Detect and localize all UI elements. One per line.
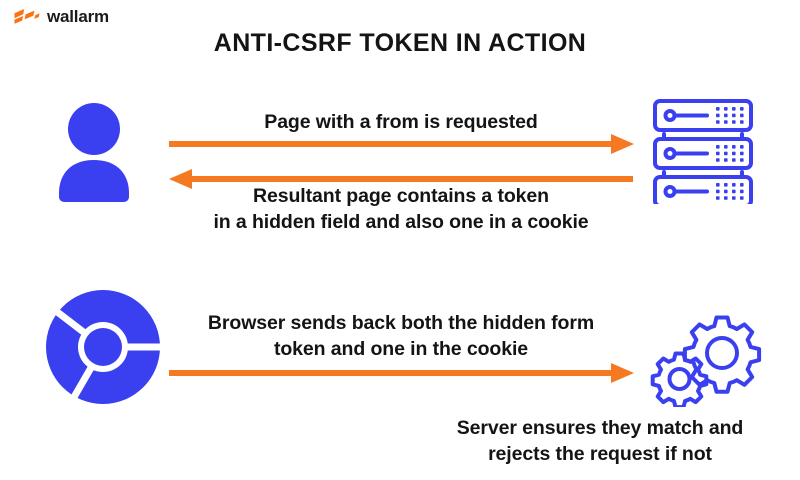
note-server-validation: Server ensures they match and rejects th… xyxy=(410,416,790,467)
arrow-right-resubmit-icon xyxy=(169,363,634,383)
gears-icon xyxy=(650,315,762,407)
arrow-right-request-icon xyxy=(169,134,634,154)
chrome-browser-icon xyxy=(44,288,162,406)
flow-caption-response: Resultant page contains a token in a hid… xyxy=(170,184,632,235)
caption-line: Resultant page contains a token xyxy=(253,185,549,207)
brand-logo: wallarm xyxy=(14,8,109,25)
caption-line: in a hidden field and also one in a cook… xyxy=(213,210,589,233)
flow-caption-resubmit: Browser sends back both the hidden form … xyxy=(170,311,632,362)
caption-line: Page with a from is requested xyxy=(264,111,538,133)
caption-line: Browser sends back both the hidden form xyxy=(207,312,595,334)
user-avatar-icon xyxy=(59,103,129,202)
page-title: ANTI-CSRF TOKEN IN ACTION xyxy=(213,29,587,57)
server-rack-icon xyxy=(653,99,753,204)
caption-line: rejects the request if not xyxy=(488,442,712,465)
caption-line: token and one in the cookie xyxy=(273,337,529,360)
brand-name: wallarm xyxy=(47,7,109,26)
arrow-left-response-icon xyxy=(169,169,633,189)
caption-line: Server ensures they match and xyxy=(456,417,744,439)
wallarm-lightning-logo-icon xyxy=(14,9,40,24)
flow-caption-request: Page with a from is requested xyxy=(170,110,632,136)
